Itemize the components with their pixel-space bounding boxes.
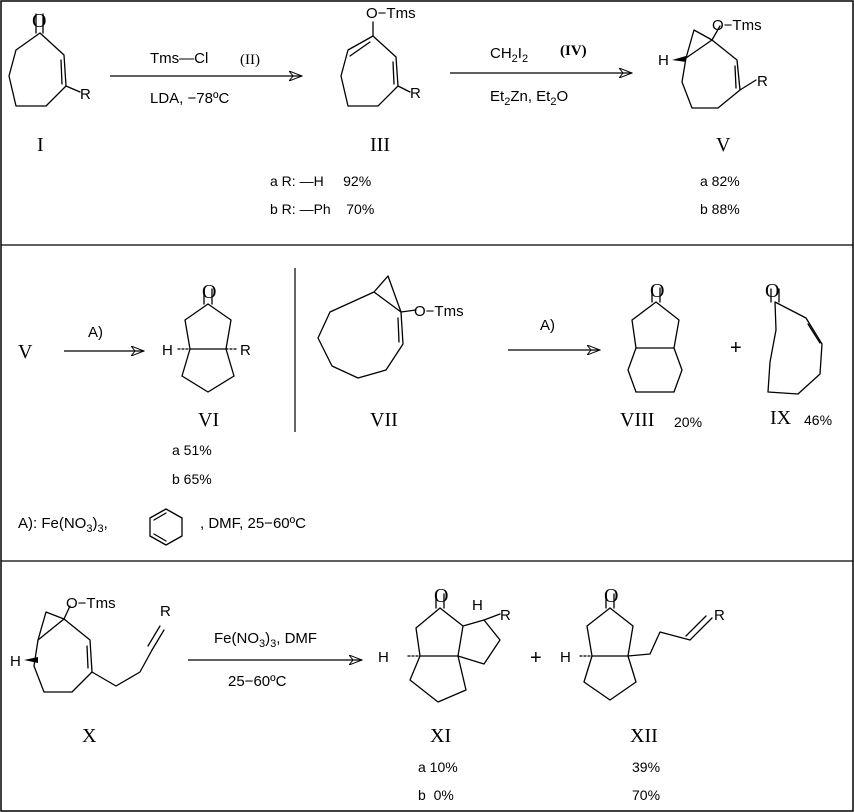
compound-XII-r-label: R: [714, 607, 725, 624]
compound-XII-label: XII: [630, 725, 658, 747]
compound-I-structure: [8, 13, 81, 107]
compound-V-structure: [672, 25, 757, 109]
compound-IX-label: IX: [770, 407, 792, 429]
compound-V-yield-b: b 88%: [700, 201, 740, 217]
compound-XII-structure: [579, 593, 713, 701]
arrow-4-label: A): [540, 317, 555, 334]
reagent-ch2i2-ref: (IV): [560, 43, 587, 59]
reagent-tmscl: Tms—Cl: [150, 50, 208, 67]
reagent-fe-nitrate: Fe(NO3)3, DMF: [214, 630, 317, 650]
compound-XI-h: H: [378, 649, 389, 666]
compound-III-r-label: R: [410, 85, 421, 102]
compound-XII-h: H: [560, 649, 571, 666]
oxygen-label: O: [604, 585, 618, 607]
compound-XI-structure: [407, 593, 501, 703]
compound-VII-label: VII: [370, 409, 398, 431]
compound-V-label: V: [716, 134, 731, 156]
compound-V-yield-a: a 82%: [700, 173, 740, 189]
compound-VI-r-label: R: [240, 342, 251, 359]
compound-X-label: X: [82, 725, 97, 747]
reagent-temperature: 25−60ºC: [228, 673, 287, 690]
plus-sign: +: [530, 647, 542, 669]
oxygen-label: O: [650, 280, 664, 302]
compound-VI-structure: [177, 288, 239, 393]
compound-VII-otms: O−Tms: [414, 303, 464, 320]
start-compound-V: V: [18, 341, 33, 363]
compound-XI-label: XI: [430, 725, 451, 747]
reagent-tmscl-ref: (II): [240, 52, 260, 68]
compound-III-structure: [340, 21, 411, 107]
compound-XI-h-top: H: [472, 597, 483, 614]
compound-XI-yield-b: b 0%: [418, 787, 454, 803]
compound-XII-yield-a: 39%: [632, 759, 660, 775]
compound-XI-yield-a: a 10%: [418, 759, 458, 775]
compound-XII-yield-b: 70%: [632, 787, 660, 803]
compound-VI-h: H: [162, 342, 173, 359]
plus-sign: +: [730, 337, 742, 359]
compound-V-h: H: [658, 52, 669, 69]
compound-V-r-label: R: [757, 73, 768, 90]
oxygen-label: O: [32, 10, 46, 32]
compound-IX-structure: [767, 288, 823, 395]
compound-III-label: III: [370, 134, 390, 156]
compound-III-otms: O−Tms: [366, 5, 416, 22]
reagent-ch2i2: CH2I2: [490, 45, 528, 65]
compound-I-label: I: [37, 134, 44, 156]
compound-X-h: H: [10, 653, 21, 670]
compound-V-otms: O−Tms: [712, 17, 762, 34]
arrow-3-label: A): [88, 324, 103, 341]
footnote-a-conditions: , DMF, 25−60ºC: [200, 515, 306, 532]
compound-VIII-label: VIII: [620, 409, 654, 431]
oxygen-label: O: [434, 585, 448, 607]
compound-VIII-structure: [627, 287, 683, 393]
compound-III-yield-b: b R: —Ph 70%: [270, 201, 374, 217]
compound-X-r-label: R: [160, 603, 171, 620]
compound-VI-yield-b: b 65%: [172, 471, 212, 487]
compound-X-otms: O−Tms: [66, 595, 116, 612]
compound-VII-structure: [317, 275, 417, 379]
reagent-lda: LDA, −78ºC: [150, 90, 229, 107]
reagent-et2zn: Et2Zn, Et2O: [490, 88, 568, 108]
compound-VIII-yield: 20%: [674, 414, 702, 430]
oxygen-label: O: [202, 281, 216, 303]
compound-X-structure: [24, 605, 165, 693]
compound-III-yield-a: a R: —H 92%: [270, 173, 371, 189]
compound-XI-r-label: R: [500, 607, 511, 624]
footnote-a-text: A): Fe(NO3)3,: [18, 515, 108, 535]
compound-IX-yield: 46%: [804, 412, 832, 428]
compound-I-r-label: R: [80, 86, 91, 103]
compound-VI-label: VI: [198, 409, 219, 431]
compound-VI-yield-a: a 51%: [172, 442, 212, 458]
cyclohexadiene-structure: [149, 508, 183, 546]
oxygen-label: O: [765, 280, 779, 302]
